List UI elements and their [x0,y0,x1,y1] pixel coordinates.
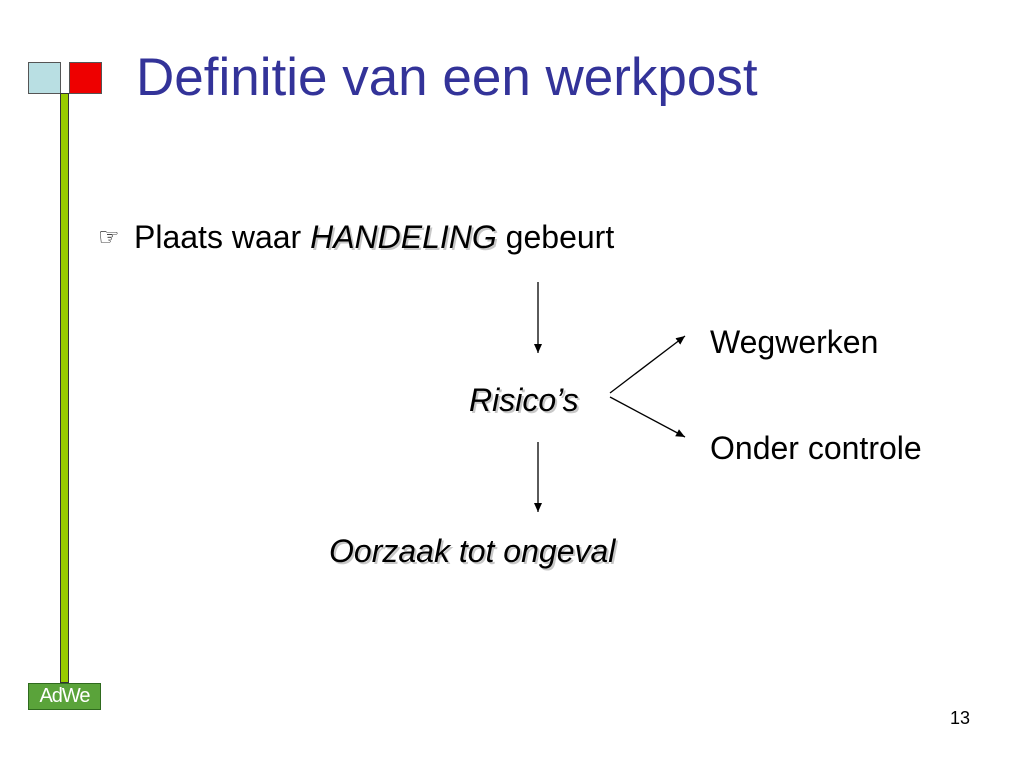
decor-vertical-bar [60,93,69,683]
bullet-suffix: gebeurt [505,219,615,255]
bullet-prefix: Plaats waar [134,219,302,255]
risks-label: Risico’s [469,382,579,418]
slide-title: Definitie van een werkpost [136,48,758,107]
branch-control-label: Onder controle [710,430,922,466]
arrow-to-wegwerken [609,335,686,394]
pointing-hand-icon: ☞ [98,224,120,251]
arrow-to-onder-controle [609,396,686,438]
branch-remove-label: Wegwerken [710,324,879,360]
bullet-item: ☞ Plaats waar HANDELING gebeurt [98,218,614,256]
adwe-logo: AdWe [28,683,101,710]
decor-square-red [69,62,102,94]
bullet-emphasis: HANDELING [310,219,497,255]
accident-cause-label: Oorzaak tot ongeval [329,533,616,569]
decor-square-blue [28,62,61,94]
page-number: 13 [949,708,970,728]
